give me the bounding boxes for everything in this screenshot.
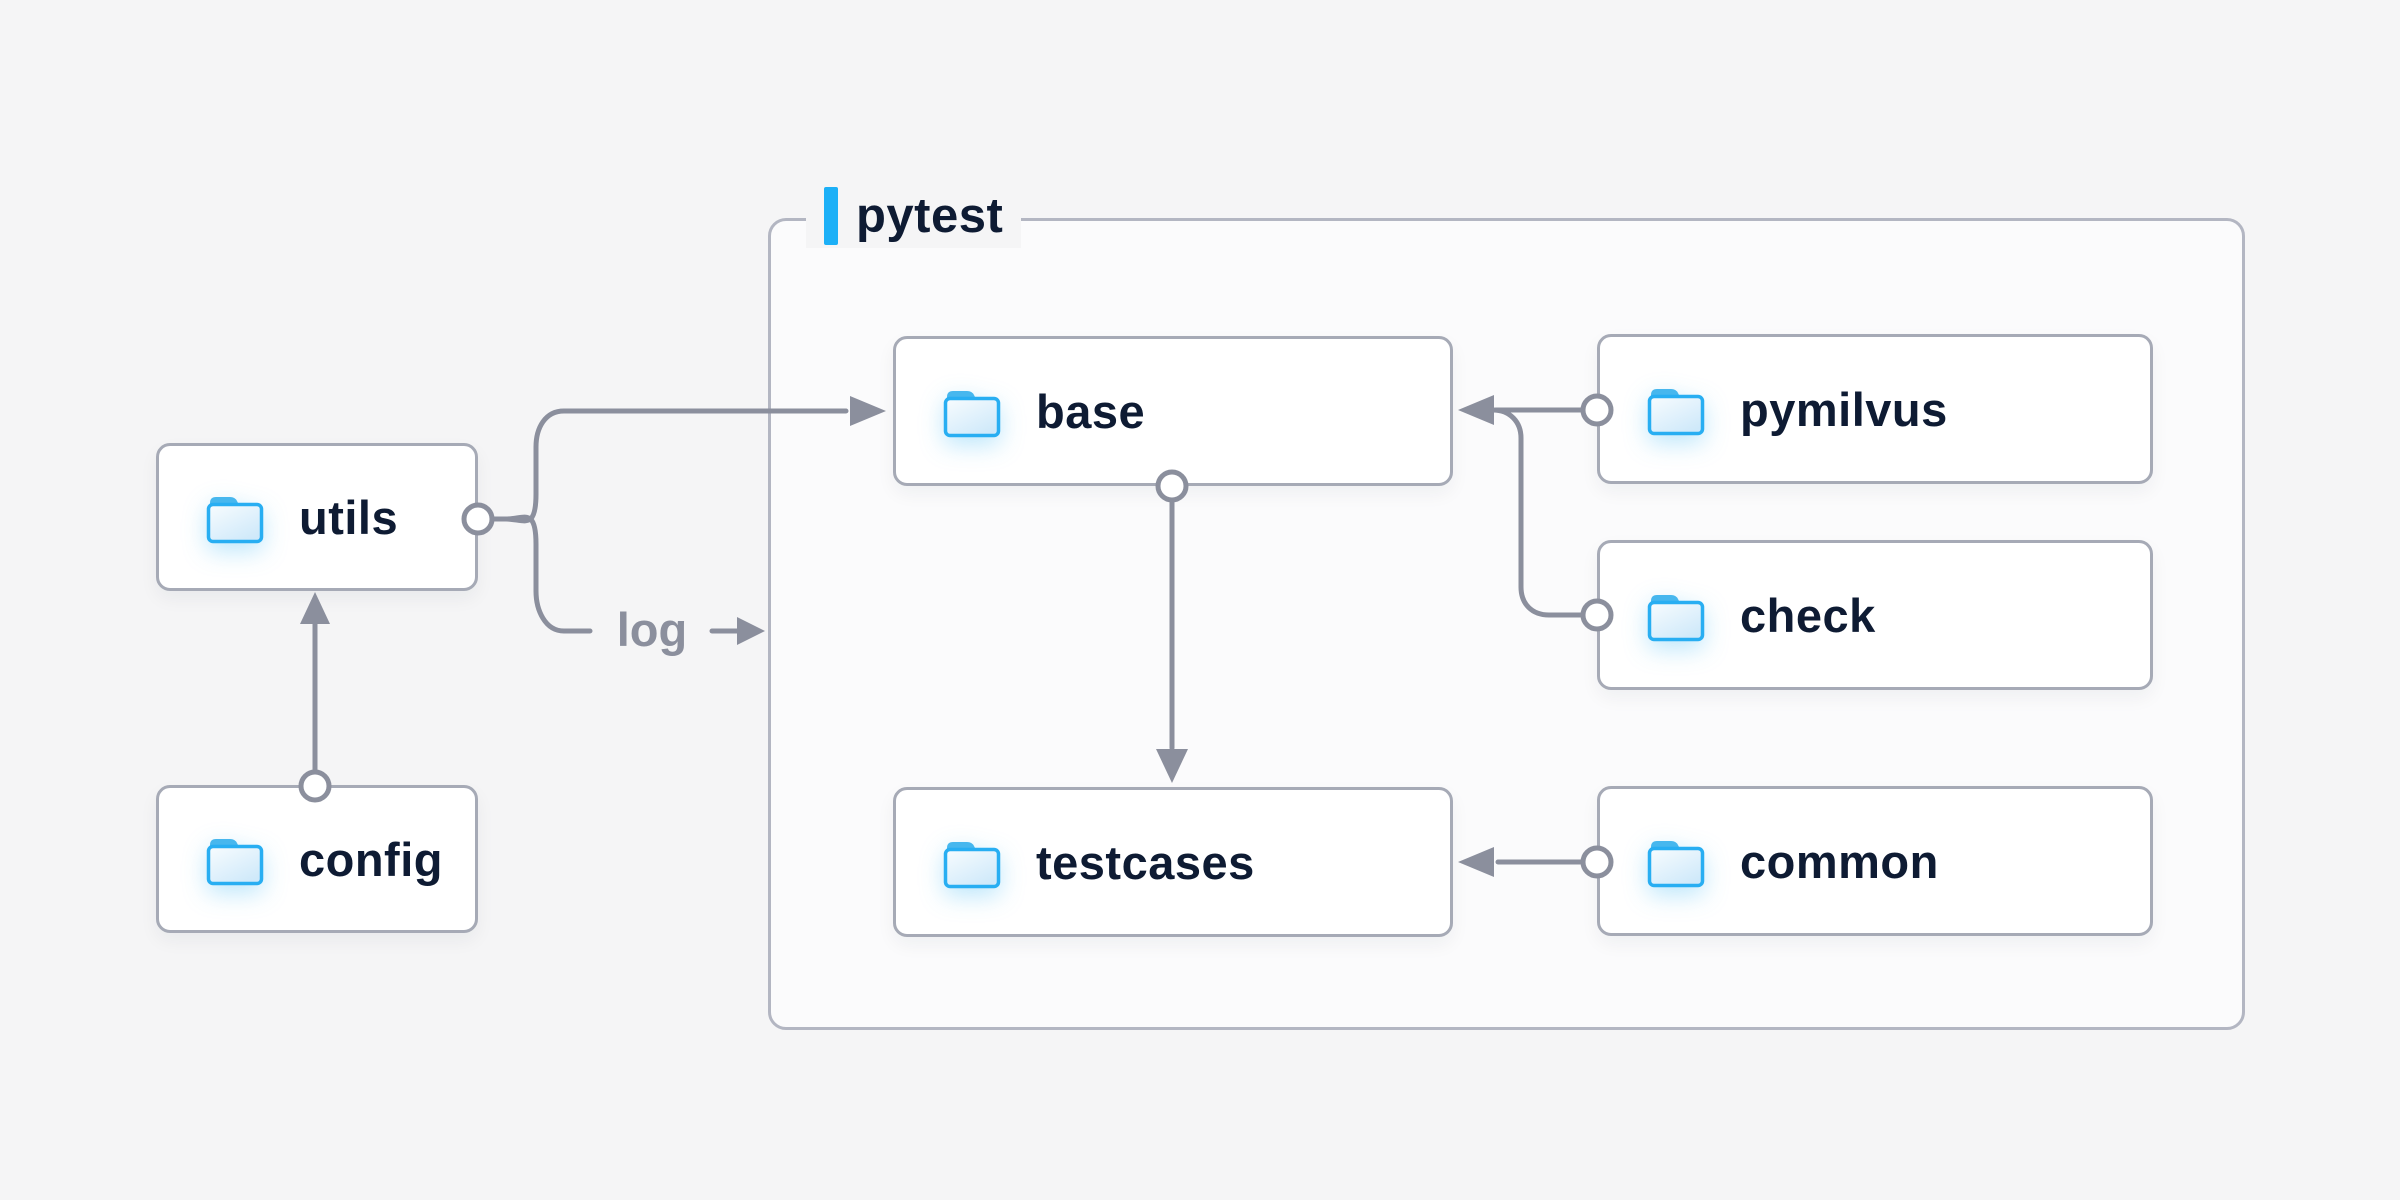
folder-icon	[206, 497, 264, 544]
node-check: check	[1597, 540, 2153, 690]
folder-icon	[1647, 389, 1705, 436]
folder-icon	[206, 839, 264, 886]
edge-utils-log	[475, 514, 593, 634]
node-label-check: check	[1740, 588, 1876, 642]
node-base: base	[893, 336, 1453, 486]
node-config: config	[156, 785, 478, 933]
log-annotation: log	[616, 603, 688, 656]
folder-icon	[943, 391, 1001, 438]
node-label-config: config	[299, 832, 443, 886]
node-label-base: base	[1036, 384, 1146, 438]
node-label-testcases: testcases	[1036, 835, 1255, 889]
node-label-common: common	[1740, 834, 1939, 888]
arrowhead-log-pytest	[737, 617, 765, 645]
pytest-group-title: pytest	[856, 189, 1004, 243]
folder-icon	[1647, 595, 1705, 642]
node-testcases: testcases	[893, 787, 1453, 937]
arrowhead-config-utils	[300, 592, 330, 624]
accent-bar	[824, 187, 838, 245]
node-common: common	[1597, 786, 2153, 936]
node-pymilvus: pymilvus	[1597, 334, 2153, 484]
node-utils: utils	[156, 443, 478, 591]
pytest-group-label: pytest	[806, 184, 1022, 248]
folder-icon	[943, 842, 1001, 889]
node-label-pymilvus: pymilvus	[1740, 382, 1948, 436]
folder-icon	[1647, 841, 1705, 888]
node-label-utils: utils	[299, 490, 399, 544]
